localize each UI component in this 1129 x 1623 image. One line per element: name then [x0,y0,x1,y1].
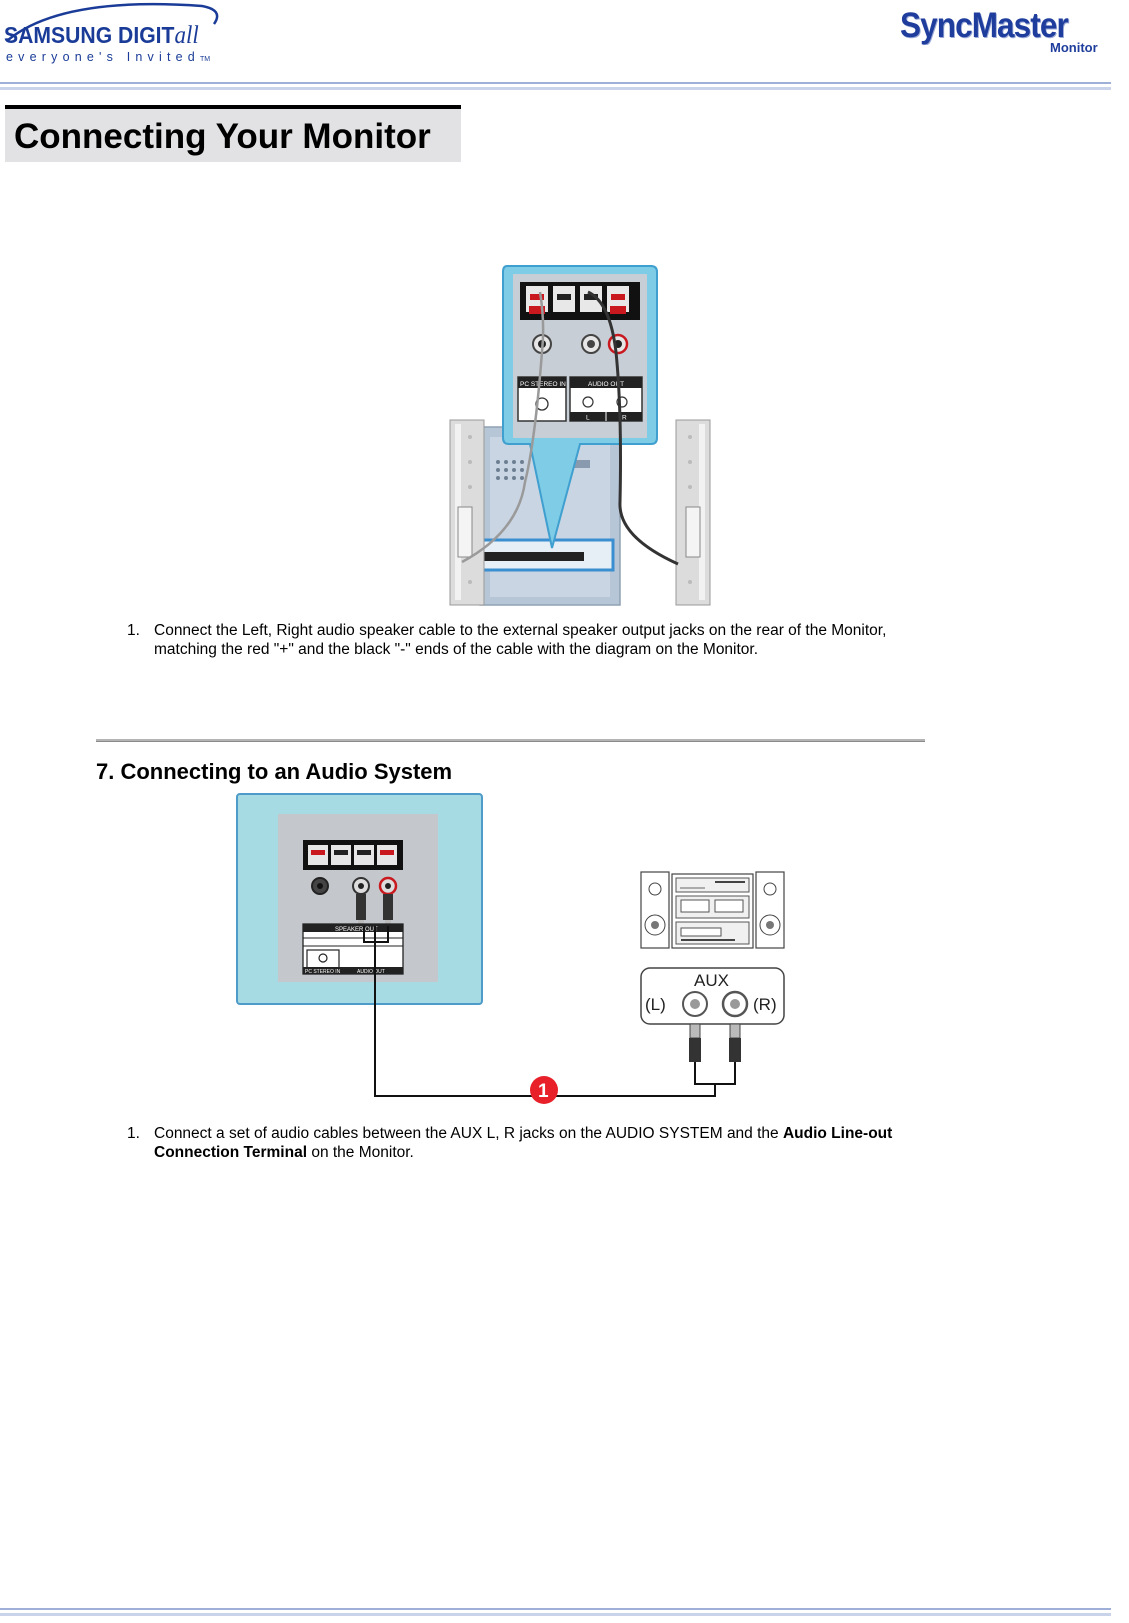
step-text: Connect the Left, Right audio speaker ca… [154,622,887,658]
step-text: Connect a set of audio cables between th… [154,1125,893,1161]
samsung-swoosh-icon [7,2,219,41]
section-title: 7. Connecting to an Audio System [96,759,453,784]
pc-stereo-in-label: PC STEREO IN [520,381,566,388]
step-number: 1. [127,622,140,639]
audio-system-diagram: SPEAKER OUT PC STEREO IN AUDIO OUT AUX (… [236,793,785,1104]
samsung-wordmark: SAMSUNG DIGITall [4,22,199,49]
right-speaker-cable [587,290,679,566]
left-label: L [586,415,590,422]
monitor-jack-panel: SPEAKER OUT PC STEREO IN AUDIO OUT [236,793,483,1005]
right-speaker-image [675,419,711,606]
syncmaster-logo: SyncMaster Monitor [900,4,1110,64]
syncmaster-wordmark: SyncMaster [900,6,1069,45]
left-speaker-cable [461,291,545,564]
syncmaster-subtitle: Monitor [1050,40,1098,55]
audio-out-label-2: AUDIO OUT [357,969,385,975]
speaker-connection-diagram: PC STEREO IN AUDIO OUT L R [449,265,711,606]
pc-stereo-in-label-2: PC STEREO IN [305,969,341,975]
header-divider [0,82,1111,94]
footer-divider [0,1608,1111,1620]
right-label: R [622,415,627,422]
aux-jack-panel: AUX (L) (R) [640,967,785,1025]
samsung-tagline: everyone's InvitedTM [6,50,211,64]
step-number: 1. [127,1125,140,1142]
audio-out-label: AUDIO OUT [588,381,624,388]
callout-number: 1 [538,1081,549,1102]
samsung-logo: SAMSUNG DIGITall everyone's InvitedTM [2,0,224,70]
speaker-instruction: 1. Connect the Left, Right audio speaker… [127,621,927,661]
page-title: Connecting Your Monitor [14,117,431,156]
left-speaker-image [449,419,485,606]
audio-instruction: 1. Connect a set of audio cables between… [127,1124,927,1164]
stereo-system-image [640,871,785,949]
section-divider [96,739,925,742]
aux-right-label: (R) [753,995,777,1014]
aux-label: AUX [694,971,729,990]
callout-number-badge [530,1076,558,1104]
aux-left-label: (L) [645,995,666,1014]
page-title-box: Connecting Your Monitor [5,105,461,162]
terminal-name: Audio Line-out Connection Terminal [154,1125,893,1161]
speaker-out-label: SPEAKER OUT [335,927,378,933]
